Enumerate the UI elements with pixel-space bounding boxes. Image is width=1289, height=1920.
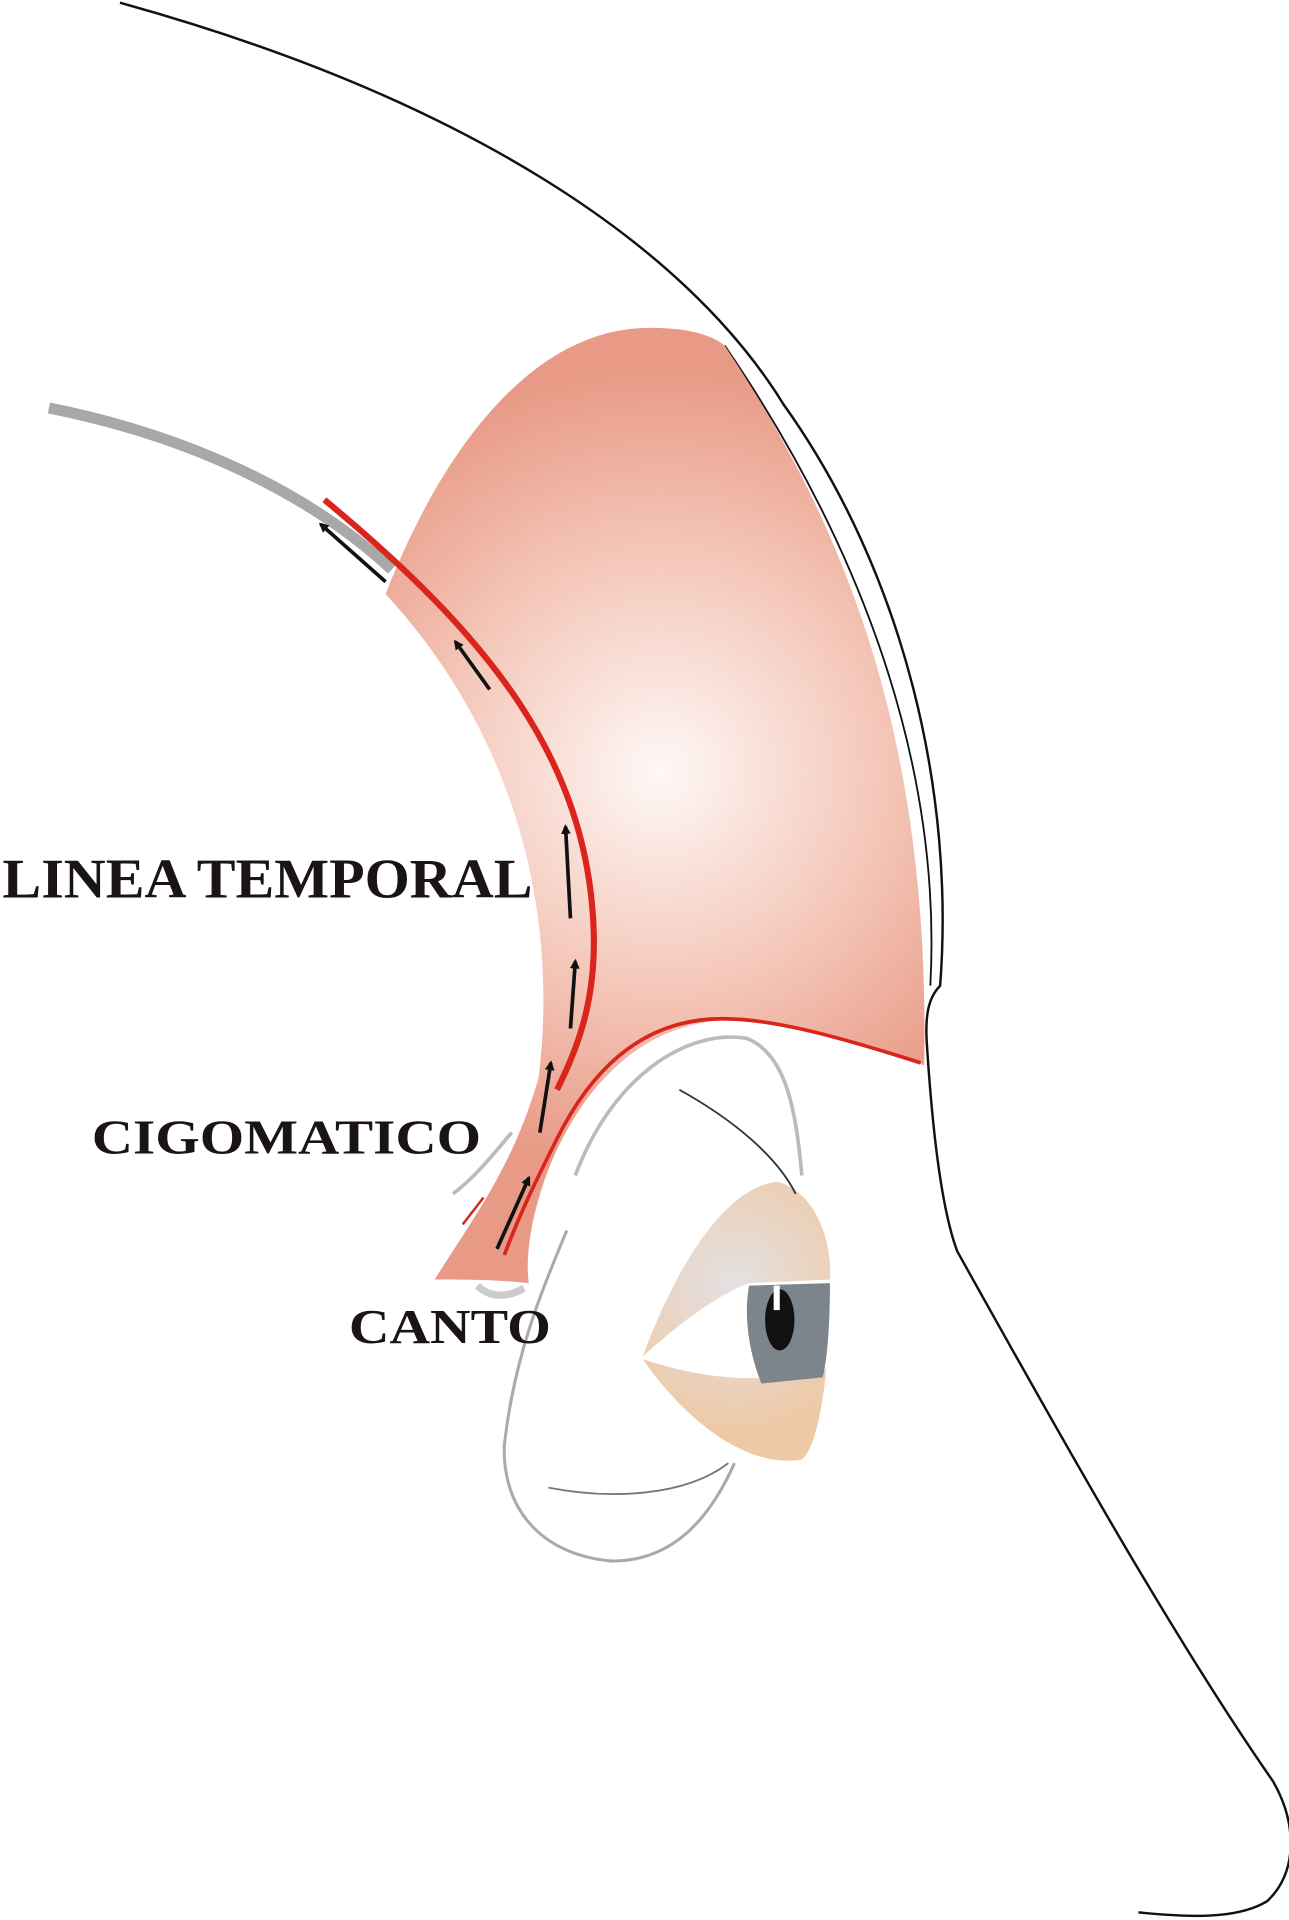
head-outline <box>119 1 1289 1918</box>
arrow <box>453 639 492 691</box>
upper-lid-crease <box>678 1088 797 1195</box>
upper-eyelid <box>642 1181 831 1357</box>
eye-highlight <box>773 1285 780 1311</box>
label-canto: CANTO <box>349 1299 551 1354</box>
arrow <box>318 522 387 584</box>
lower-eyelid <box>642 1359 827 1461</box>
temporal-flap <box>385 327 925 1284</box>
arrow <box>538 1060 555 1133</box>
orbit-contour <box>502 1229 736 1563</box>
label-cigomatico: CIGOMATICO <box>92 1109 481 1164</box>
arrow <box>568 958 580 1029</box>
pupil <box>765 1289 795 1351</box>
brow-contour <box>573 1035 804 1177</box>
zygomatic-shadow <box>451 1131 514 1196</box>
scalp-line <box>47 402 396 574</box>
zygomatic-incision <box>461 1196 485 1226</box>
canthal-shadow <box>474 1282 526 1299</box>
lid-incision <box>502 1016 922 1256</box>
arrow <box>495 1175 531 1250</box>
flap-movement-arrows <box>318 522 580 1250</box>
label-linea-temporal: LINEA TEMPORAL <box>2 849 532 911</box>
cheek-line <box>548 1462 729 1495</box>
temporal-incision <box>322 497 597 1092</box>
head-outline-inner <box>723 344 933 986</box>
arrow <box>561 824 573 919</box>
